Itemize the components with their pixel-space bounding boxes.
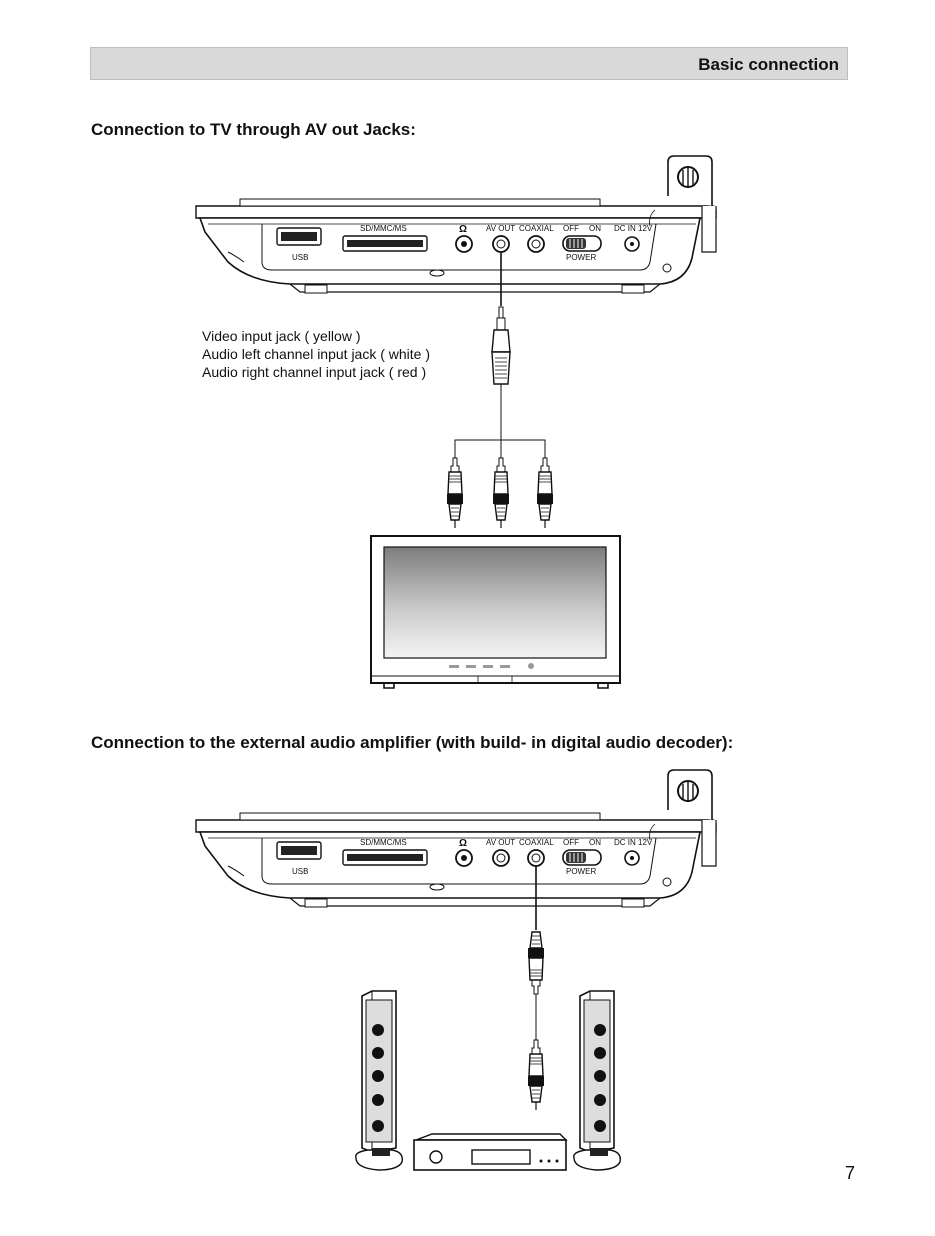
off-label: OFF: [563, 224, 579, 233]
section-title-amplifier: Connection to the external audio amplifi…: [91, 733, 734, 752]
amplifier-illustration: [413, 1133, 568, 1171]
av-out-label: AV OUT: [486, 224, 515, 233]
headphone-label-2: Ω: [459, 838, 467, 849]
av-out-label-2: AV OUT: [486, 838, 515, 847]
video-jack-label: Video input jack ( yellow ): [202, 328, 361, 344]
usb-label: USB: [292, 253, 308, 262]
power-label: POWER: [566, 253, 596, 262]
av-cable: [454, 252, 546, 458]
dc-in-label: DC IN 12V: [614, 224, 653, 233]
player-top: USB SD/MMC/MS Ω AV OUT COAXIAL OFF ON PO…: [195, 155, 717, 294]
coaxial-cable: [527, 866, 545, 1110]
audio-right-jack-label: Audio right channel input jack ( red ): [202, 364, 427, 380]
rca-plugs: [446, 457, 554, 528]
power-label-2: POWER: [566, 867, 596, 876]
tv-illustration: [370, 535, 621, 689]
coaxial-label-2: COAXIAL: [519, 838, 554, 847]
audio-left-jack-label: Audio left channel input jack ( white ): [202, 346, 431, 362]
card-slot-label-2: SD/MMC/MS: [360, 838, 407, 847]
cable-labels: Video input jack ( yellow ) Audio left c…: [202, 327, 430, 381]
usb-label-2: USB: [292, 867, 308, 876]
on-label-2: ON: [589, 838, 601, 847]
player-bottom: USB SD/MMC/MS Ω AV OUT COAXIAL OFF ON PO…: [195, 769, 717, 908]
dc-in-label-2: DC IN 12V: [614, 838, 653, 847]
page-header-title: Basic connection: [698, 55, 839, 74]
on-label: ON: [589, 224, 601, 233]
headphone-label: Ω: [459, 224, 467, 235]
coaxial-label: COAXIAL: [519, 224, 554, 233]
header-bar: Basic connection: [90, 47, 848, 80]
section-title-tv: Connection to TV through AV out Jacks:: [91, 120, 416, 139]
speaker-left: [355, 990, 403, 1171]
card-slot-label: SD/MMC/MS: [360, 224, 407, 233]
speaker-right: [573, 990, 621, 1171]
off-label-2: OFF: [563, 838, 579, 847]
page-number: 7: [845, 1163, 856, 1183]
